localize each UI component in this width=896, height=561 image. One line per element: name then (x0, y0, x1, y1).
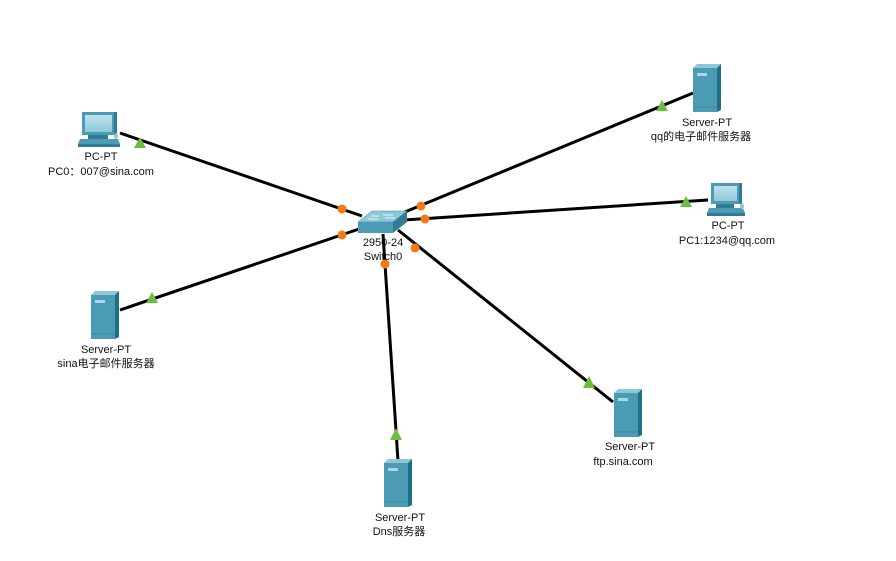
link-switch0-dns[interactable] (381, 233, 400, 462)
link-up-triangle (146, 292, 158, 303)
device-sina-mail-server[interactable]: Server-PT sina电子邮件服务器 (57, 291, 155, 370)
switch-port-indicator (380, 259, 390, 269)
link-switch0-sina-mail[interactable] (119, 226, 363, 312)
device-model-label: Server-PT (81, 344, 131, 356)
device-name-label: PC1:1234@qq.com (679, 235, 775, 247)
device-model-label: PC-PT (712, 220, 745, 232)
pc-icon (78, 112, 120, 147)
server-icon (614, 389, 642, 437)
device-name-label: sina电子邮件服务器 (57, 357, 154, 370)
switch-icon (357, 210, 408, 233)
device-name-label: ftp.sina.com (593, 456, 652, 468)
link-switch0-qq-mail[interactable] (399, 91, 694, 216)
link-up-triangle (583, 376, 595, 388)
link-indicators (134, 100, 692, 440)
device-name-label: qq的电子邮件服务器 (651, 129, 751, 143)
device-model-label: PC-PT (85, 151, 118, 163)
switch-port-indicator (416, 201, 426, 211)
device-model-label: Server-PT (375, 512, 425, 524)
pc-icon (707, 183, 745, 216)
switch-port-indicator (337, 230, 347, 240)
link-switch0-ftp[interactable] (397, 228, 614, 404)
server-icon (384, 459, 412, 507)
device-model-label: 2950-24 (363, 237, 403, 249)
device-ftp-server[interactable]: Server-PT ftp.sina.com (593, 389, 655, 468)
device-name-label: Switch0 (364, 251, 403, 263)
server-icon (693, 64, 721, 112)
switch-port-indicator (410, 243, 420, 253)
device-qq-mail-server[interactable]: Server-PT qq的电子邮件服务器 (651, 64, 751, 143)
link-switch0-pc0[interactable] (119, 131, 363, 218)
device-model-label: Server-PT (682, 117, 732, 129)
device-pc1[interactable]: PC-PT PC1:1234@qq.com (679, 183, 775, 247)
link-up-triangle (656, 100, 668, 111)
device-pc0[interactable]: PC-PT PC0：007@sina.com (48, 112, 154, 178)
device-switch0[interactable]: 2950-24 Switch0 (357, 210, 408, 263)
links-layer (119, 91, 709, 462)
device-dns-server[interactable]: Server-PT Dns服务器 (373, 459, 426, 538)
link-switch0-pc1[interactable] (403, 198, 709, 222)
link-up-triangle (390, 428, 402, 440)
server-icon (91, 291, 119, 339)
device-model-label: Server-PT (605, 441, 655, 453)
switch-port-indicator (420, 214, 430, 224)
link-up-triangle (134, 137, 146, 148)
switch-port-indicator (337, 204, 347, 214)
link-up-triangle (680, 196, 692, 207)
device-name-label: PC0：007@sina.com (48, 166, 154, 178)
device-name-label: Dns服务器 (373, 525, 426, 538)
